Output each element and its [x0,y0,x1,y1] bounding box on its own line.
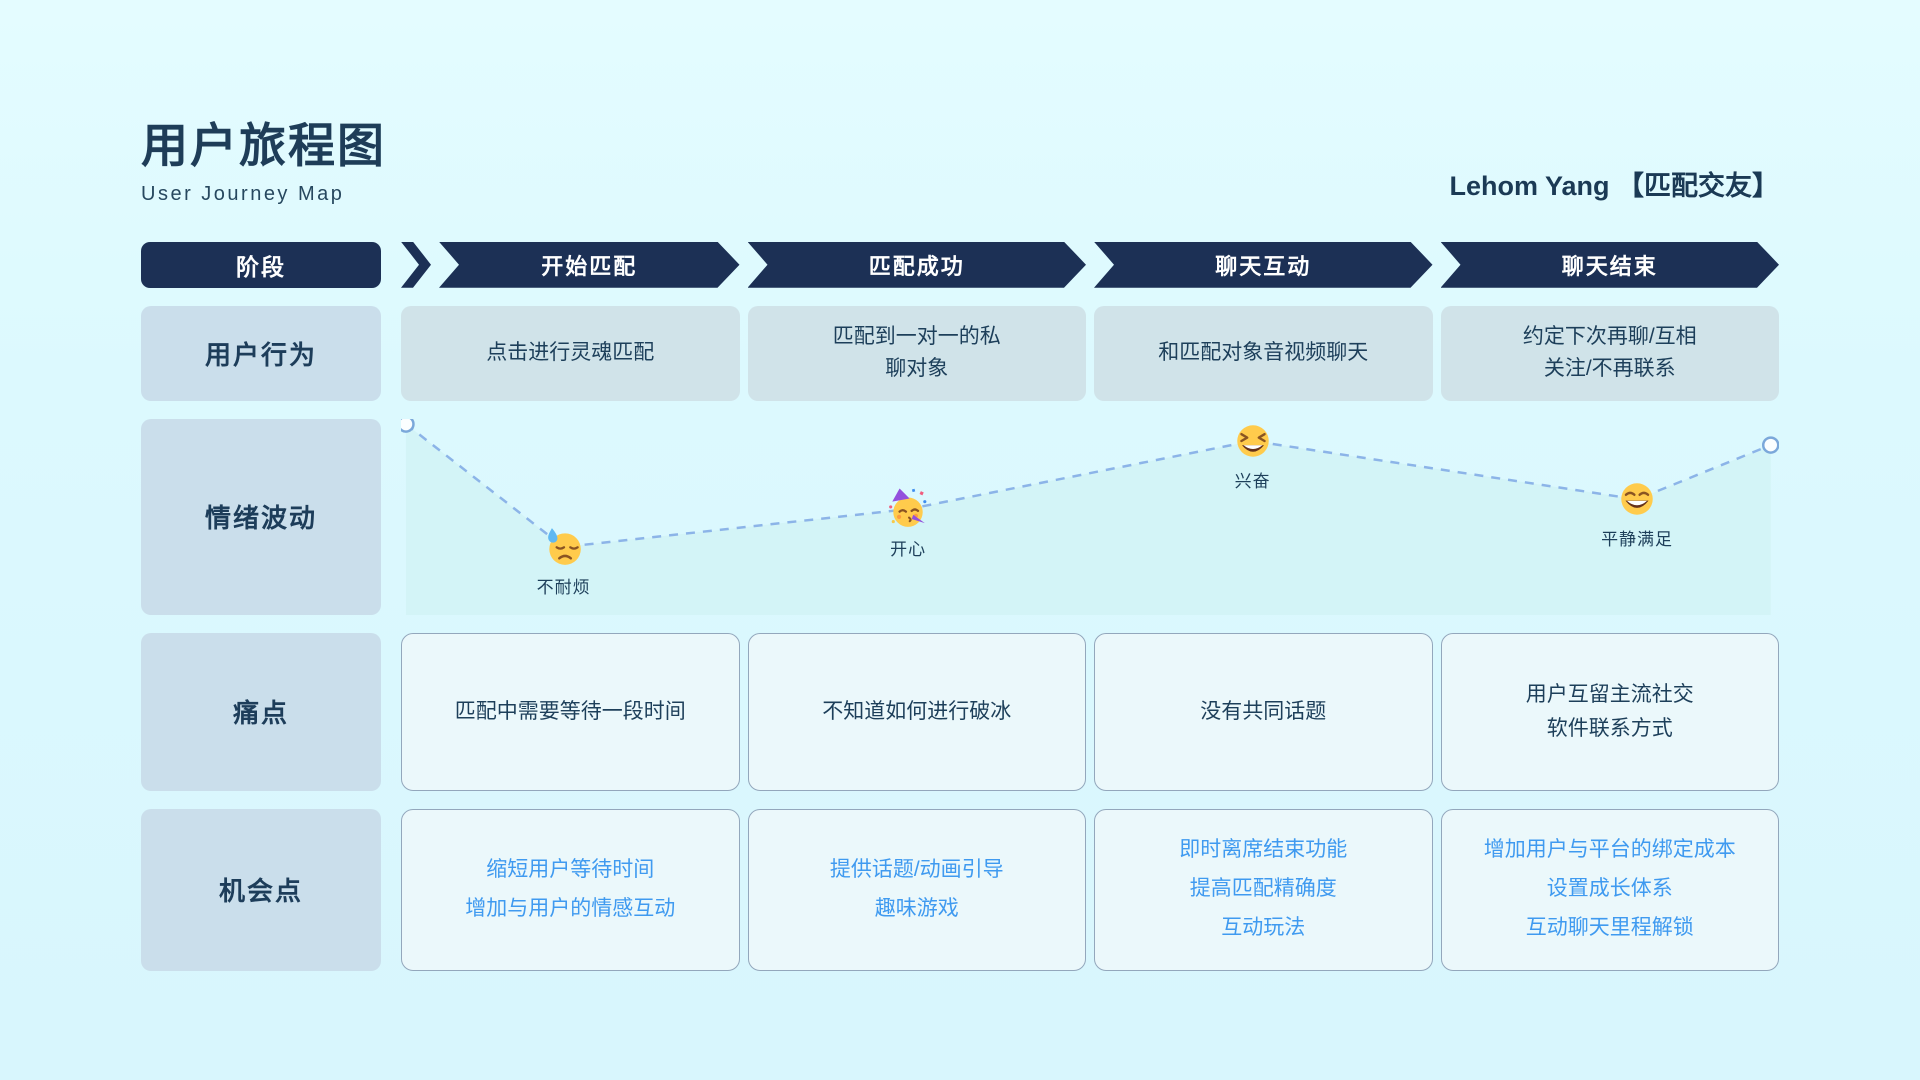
behavior-cell: 约定下次再聊/互相 关注/不再联系 [1440,305,1779,401]
stage-banner-chat-interaction: 聊天互动 [1094,242,1433,288]
author-label: Lehom Yang 【匹配交友】 [1449,170,1779,201]
emotion-endpoint-marker [401,418,415,433]
emotion-curve-svg [401,418,1779,615]
opportunity-cell: 提供话题/动画引导 趣味游戏 [747,808,1086,971]
journey-table: 阶段 开始匹配 匹配成功 聊天互动 聊天结束 用户行为 点击进行灵魂匹配 匹配到… [141,241,1780,971]
stage-banner-label: 匹配成功 [748,242,1087,288]
opportunity-cell: 即时离席结束功能 提高匹配精确度 互动玩法 [1094,808,1433,971]
behavior-cell: 和匹配对象音视频聊天 [1094,305,1433,401]
pain-cell: 不知道如何进行破冰 [747,632,1086,791]
row-label-emotion: 情绪波动 [141,418,381,615]
behavior-cell: 匹配到一对一的私 聊对象 [747,305,1086,401]
stage-banner-start-match: 开始匹配 [401,241,740,288]
emotion-area-fill [405,423,1771,615]
stage-banner-label: 聊天结束 [1441,242,1780,288]
opportunity-cell: 增加用户与平台的绑定成本 设置成长体系 互动聊天里程解锁 [1440,808,1779,971]
journey-map: 用户旅程图 User Journey Map Lehom Yang 【匹配交友】… [141,0,1779,971]
emotion-dashed-line [405,422,1772,548]
row-label-behavior: 用户行为 [141,305,381,401]
stage-banner-label: 开始匹配 [439,242,740,288]
stage-header-label: 阶段 [141,241,381,288]
chevron-icon [401,241,431,288]
row-label-opportunity: 机会点 [141,808,381,971]
pain-cell: 用户互留主流社交 软件联系方式 [1440,632,1779,791]
header: 用户旅程图 User Journey Map Lehom Yang 【匹配交友】 [141,120,1779,206]
pain-cell: 匹配中需要等待一段时间 [401,632,740,791]
page-subtitle: User Journey Map [141,182,345,205]
behavior-cell: 点击进行灵魂匹配 [401,305,740,401]
stage-banner-match-success: 匹配成功 [748,242,1087,288]
title-block: 用户旅程图 User Journey Map [141,120,386,206]
stage-banner-label: 聊天互动 [1094,242,1433,288]
stage-banner-chat-end: 聊天结束 [1441,242,1780,288]
page-title: 用户旅程图 [141,119,386,172]
emotion-endpoint-marker [1761,436,1779,454]
row-label-pain: 痛点 [141,632,381,791]
emotion-chart: 不耐烦开心兴奋平静满足 [401,418,1779,615]
pain-cell: 没有共同话题 [1094,632,1433,791]
opportunity-cell: 缩短用户等待时间 增加与用户的情感互动 [401,808,740,971]
